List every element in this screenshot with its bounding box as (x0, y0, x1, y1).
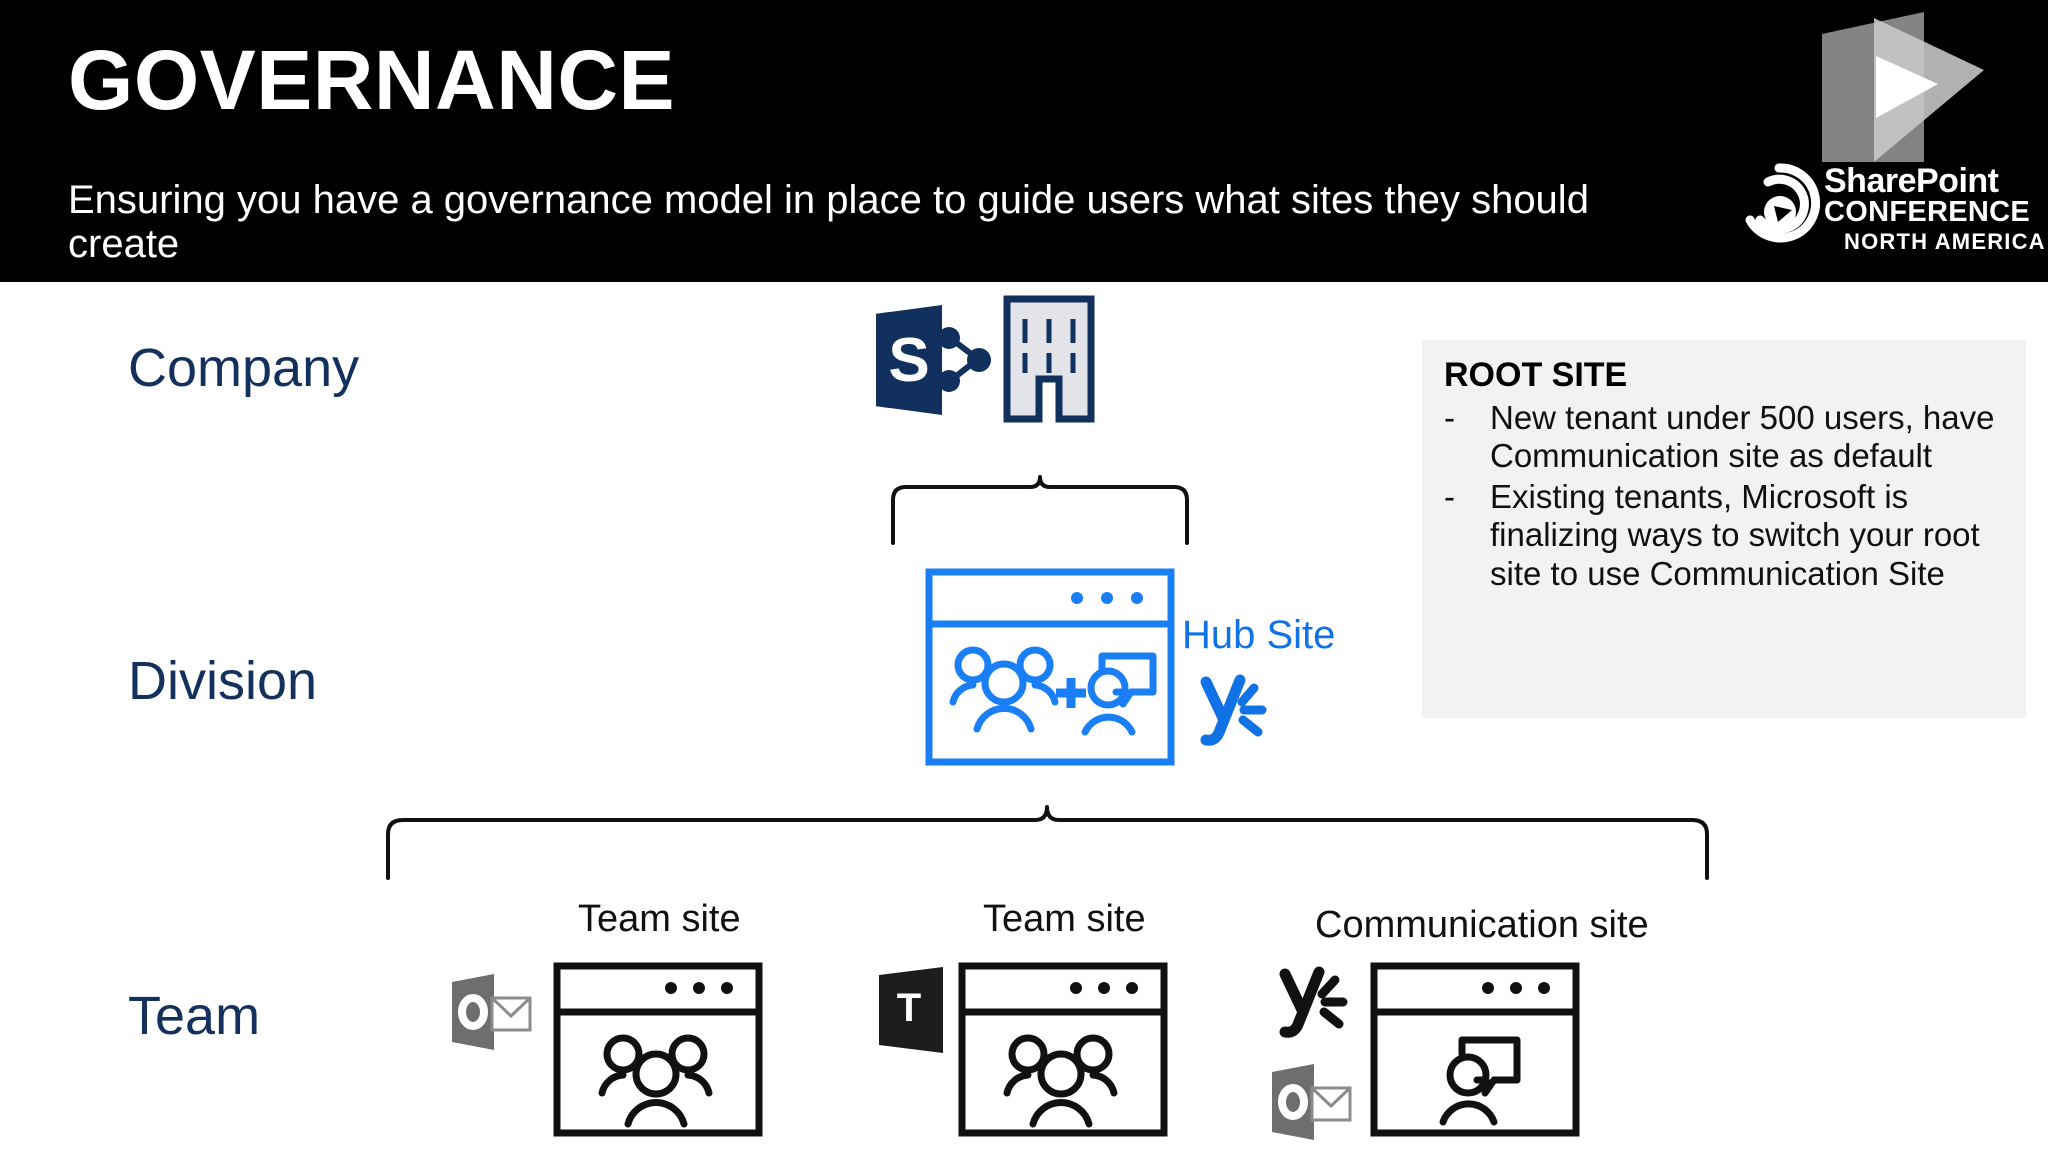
teams-logo-icon: T (879, 967, 943, 1053)
slide-header: GOVERNANCE Ensuring you have a governanc… (0, 0, 2048, 282)
communication-site-window[interactable] (1370, 962, 1580, 1137)
row-label-division: Division (128, 651, 318, 711)
connector-brace-division-team (386, 805, 1709, 880)
logo-line-sharepoint: SharePoint (1824, 162, 1999, 200)
callout-dash: - (1444, 477, 1455, 515)
hub-site-window[interactable] (925, 568, 1175, 766)
row-label-company: Company (128, 338, 360, 398)
swirl-circle-icon (1745, 163, 1820, 243)
callout-item-text: Existing tenants, Microsoft is finalizin… (1490, 477, 1980, 592)
sharepoint-logo-icon: S (876, 305, 991, 415)
share-nodes-icon (938, 327, 991, 392)
outlook-logo-icon (452, 974, 532, 1050)
outlook-logo-icon (1272, 1064, 1352, 1140)
building-icon (1003, 295, 1095, 423)
callout-item: - Existing tenants, Microsoft is finaliz… (1444, 478, 2014, 594)
team-site-window-2[interactable] (958, 962, 1168, 1137)
conference-logo: SharePoint CONFERENCE NORTH AMERICA (1736, 12, 2045, 272)
page-subtitle: Ensuring you have a governance model in … (68, 178, 1589, 266)
callout-item-text: New tenant under 500 users, have Communi… (1490, 398, 1995, 475)
callout-title: ROOT SITE (1444, 356, 1628, 394)
row-label-team: Team (128, 986, 261, 1046)
conference-wordmark: SharePoint CONFERENCE NORTH AMERICA (1736, 160, 2045, 264)
node-label-team-site-2: Team site (983, 898, 1146, 940)
node-label-team-site-1: Team site (578, 898, 741, 940)
play-triangle-icon (1822, 12, 1984, 162)
node-label-communication-site: Communication site (1315, 904, 1649, 946)
yammer-logo-icon (1200, 674, 1267, 746)
page-title: GOVERNANCE (68, 33, 676, 127)
logo-line-conference: CONFERENCE (1824, 196, 2031, 228)
root-site-callout: ROOT SITE - New tenant under 500 users, … (1422, 340, 2026, 718)
connector-brace-company-division (891, 475, 1189, 545)
yammer-logo-icon (1279, 966, 1348, 1038)
hub-site-label: Hub Site (1182, 613, 1336, 657)
svg-text:T: T (897, 986, 921, 1030)
callout-item: - New tenant under 500 users, have Commu… (1444, 399, 2014, 476)
sharepoint-logo-letter: S (888, 325, 930, 395)
logo-line-north-america: NORTH AMERICA (1844, 229, 2046, 254)
callout-dash: - (1444, 398, 1455, 436)
team-site-window-1[interactable] (553, 962, 763, 1137)
sharepoint-logo-body (876, 305, 942, 415)
